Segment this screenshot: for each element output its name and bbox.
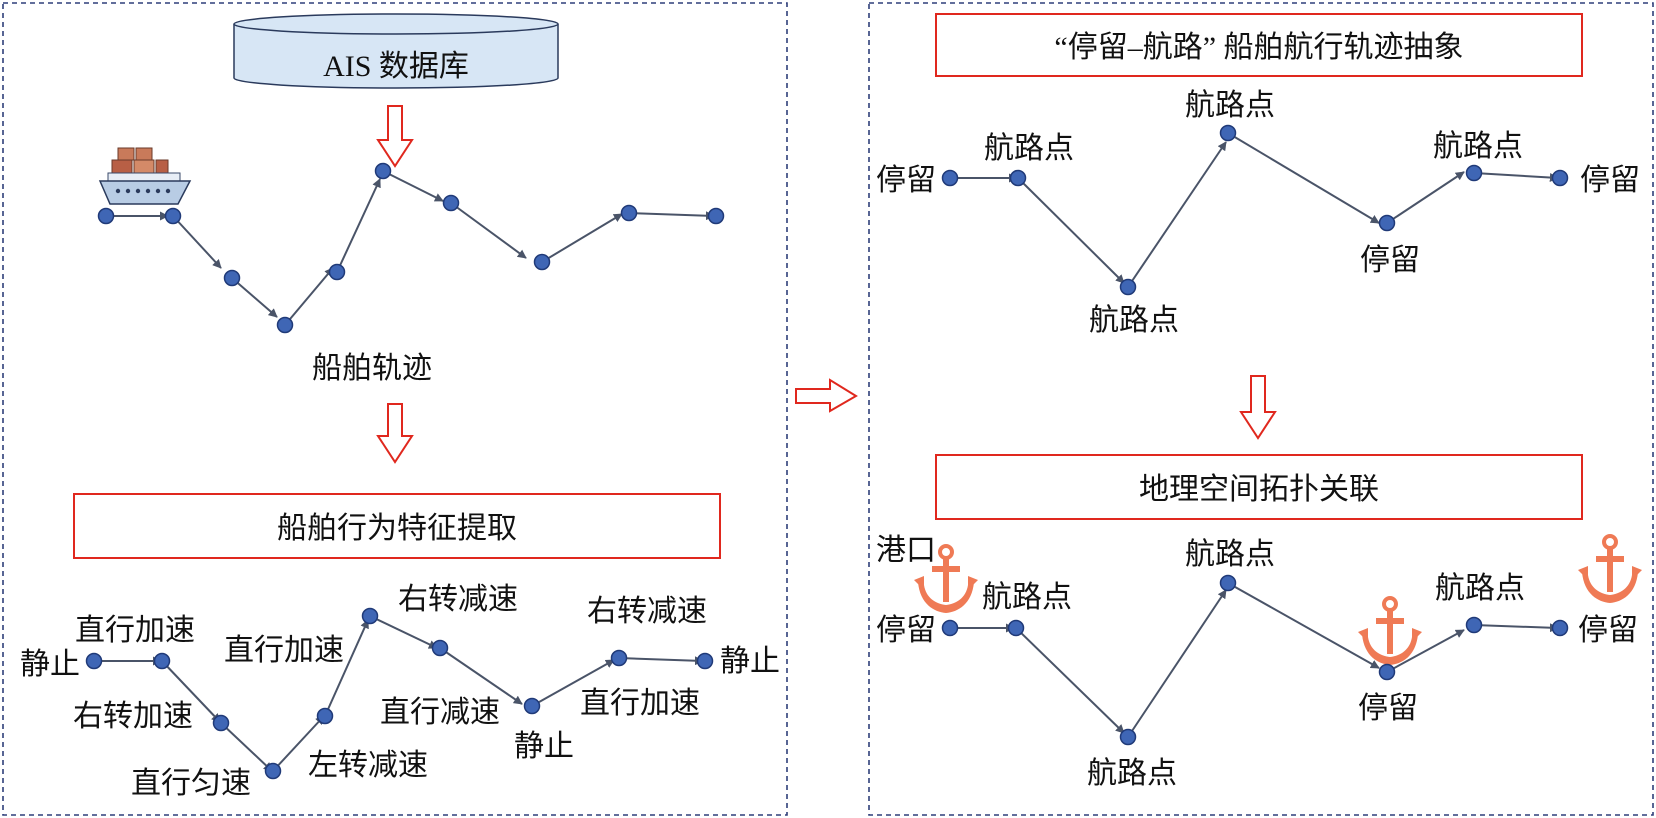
database-label: AIS 数据库: [323, 50, 469, 83]
behavior-label: 静止: [20, 648, 80, 681]
feature-extraction-box: [73, 493, 721, 559]
behavior-label: 直行匀速: [131, 767, 251, 800]
behavior-label: 右转减速: [398, 583, 518, 616]
port-label: 港口: [876, 534, 936, 567]
waypoint-label: 航路点: [984, 132, 1074, 165]
database-icon: [233, 13, 559, 89]
waypoint-label: 航路点: [982, 581, 1072, 614]
abstraction-box: [935, 13, 1583, 77]
abstraction-trajectory: [950, 132, 1559, 288]
abstraction-nodes: [941, 124, 1569, 296]
topology-trajectory: [950, 582, 1559, 738]
abstraction-labels: 停留 航路点 航路点 航路点 停留 航路点 停留: [876, 89, 1640, 337]
left-panel: [2, 2, 788, 816]
ship-trajectory: [106, 170, 715, 326]
anchor-icon: [1356, 596, 1424, 667]
topology-title: 地理空间拓扑关联: [1139, 473, 1379, 506]
behavior-label: 直行减速: [380, 696, 500, 729]
waypoint-label: 航路点: [1433, 130, 1523, 163]
behavior-label: 直行加速: [580, 687, 700, 720]
waypoint-label: 航路点: [1089, 304, 1179, 337]
trajectory-caption: 船舶轨迹: [312, 352, 432, 385]
anchor-icon: [1576, 534, 1644, 605]
behavior-label: 静止: [720, 645, 780, 678]
behavior-label: 右转减速: [587, 595, 707, 628]
flow-arrow-down: [1239, 375, 1277, 440]
trajectory-nodes: [97, 162, 725, 334]
stop-label: 停留: [1580, 164, 1640, 197]
stop-label: 停留: [876, 164, 936, 197]
abstraction-title: “停留–航路” 船舶航行轨迹抽象: [1054, 31, 1463, 64]
behavior-nodes: [85, 607, 714, 780]
behavior-label: 直行加速: [75, 614, 195, 647]
topology-labels: 港口 停留 航路点 航路点 航路点 停留 航路点 停留: [876, 534, 1638, 790]
waypoint-label: 航路点: [1185, 89, 1275, 122]
behavior-label: 右转加速: [73, 700, 193, 733]
ship-icon: [98, 147, 192, 205]
stop-label: 停留: [1358, 692, 1418, 725]
behavior-label: 左转减速: [308, 749, 428, 782]
stop-label: 停留: [1360, 244, 1420, 277]
waypoint-label: 航路点: [1185, 538, 1275, 571]
topology-nodes: [941, 574, 1569, 746]
waypoint-label: 航路点: [1435, 572, 1525, 605]
stop-label: 停留: [1578, 614, 1638, 647]
behavior-label: 直行加速: [224, 634, 344, 667]
behavior-trajectory: [94, 615, 704, 772]
feature-extraction-title: 船舶行为特征提取: [277, 512, 517, 545]
behavior-label: 静止: [514, 730, 574, 763]
waypoint-label: 航路点: [1087, 757, 1177, 790]
flow-arrow-right: [795, 378, 858, 413]
stop-label: 停留: [876, 614, 936, 647]
flow-arrow-down: [376, 403, 414, 464]
topology-box: [935, 454, 1583, 520]
right-panel: [868, 2, 1654, 816]
flow-arrow-down: [376, 105, 414, 168]
behavior-labels: 静止 直行加速 右转加速 直行匀速 左转减速 直行加速 右转减速 直行减速 静止…: [20, 583, 780, 800]
